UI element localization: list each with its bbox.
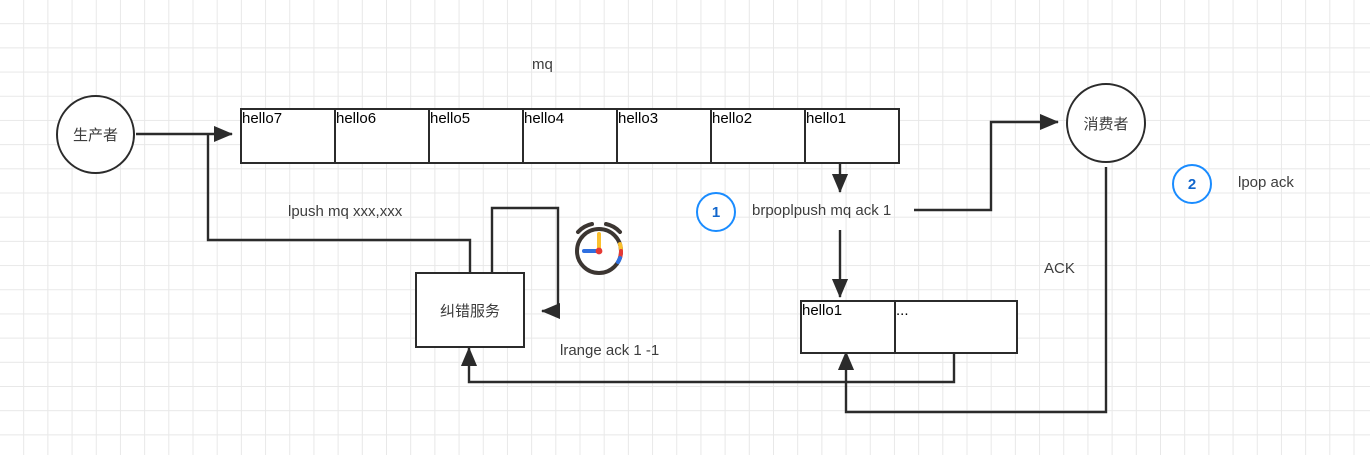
queue-cell[interactable]: hello1 bbox=[804, 108, 900, 164]
mq-queue: hello7 hello6 hello5 hello4 hello3 hello… bbox=[240, 108, 900, 164]
producer-node[interactable]: 生产者 bbox=[56, 95, 135, 174]
ack-list-cell-label: hello1 bbox=[802, 302, 843, 319]
ack-list: hello1 ... bbox=[800, 300, 1018, 354]
queue-cell[interactable]: hello5 bbox=[428, 108, 522, 164]
step-badge-2[interactable]: 2 bbox=[1172, 164, 1212, 204]
ack-list-cell[interactable]: hello1 bbox=[800, 300, 894, 354]
queue-cell[interactable]: hello6 bbox=[334, 108, 428, 164]
queue-cell-label: hello5 bbox=[430, 110, 471, 127]
queue-cell-label: hello4 bbox=[524, 110, 565, 127]
queue-cell-label: hello1 bbox=[806, 110, 847, 127]
brpoplpush-label: brpoplpush mq ack 1 bbox=[752, 202, 892, 219]
ack-label: ACK bbox=[1044, 260, 1075, 277]
producer-label: 生产者 bbox=[72, 127, 118, 144]
lrange-label: lrange ack 1 -1 bbox=[560, 342, 660, 359]
lpush-label: lpush mq xxx,xxx bbox=[288, 203, 403, 220]
mq-title-label: mq bbox=[532, 56, 553, 73]
ack-list-cell[interactable]: ... bbox=[894, 300, 1018, 354]
step-badge-1[interactable]: 1 bbox=[696, 192, 736, 232]
queue-cell-label: hello2 bbox=[712, 110, 753, 127]
step-badge-1-number: 1 bbox=[711, 203, 721, 221]
lpop-ack-label: lpop ack bbox=[1238, 174, 1294, 191]
consumer-label: 消费者 bbox=[1083, 115, 1129, 133]
consumer-node[interactable]: 消费者 bbox=[1066, 83, 1146, 163]
edge-acklist-to-service bbox=[460, 347, 956, 384]
queue-cell[interactable]: hello2 bbox=[710, 108, 804, 164]
ack-list-cell-label: ... bbox=[896, 302, 909, 319]
queue-cell-label: hello3 bbox=[618, 110, 659, 127]
queue-cell[interactable]: hello4 bbox=[522, 108, 616, 164]
edge-brpoplpush-to-consumer bbox=[914, 113, 1059, 212]
queue-cell[interactable]: hello7 bbox=[240, 108, 334, 164]
queue-cell-label: hello7 bbox=[242, 110, 283, 127]
error-correction-service-node[interactable]: 纠错服务 bbox=[415, 272, 525, 348]
queue-cell-label: hello6 bbox=[336, 110, 377, 127]
edge-service-timer-loop bbox=[490, 206, 561, 320]
edge-producer-to-service bbox=[206, 134, 472, 281]
error-correction-service-label: 纠错服务 bbox=[439, 302, 500, 320]
alarm-clock-icon bbox=[568, 218, 630, 285]
queue-cell[interactable]: hello3 bbox=[616, 108, 710, 164]
step-badge-2-number: 2 bbox=[1187, 175, 1197, 193]
